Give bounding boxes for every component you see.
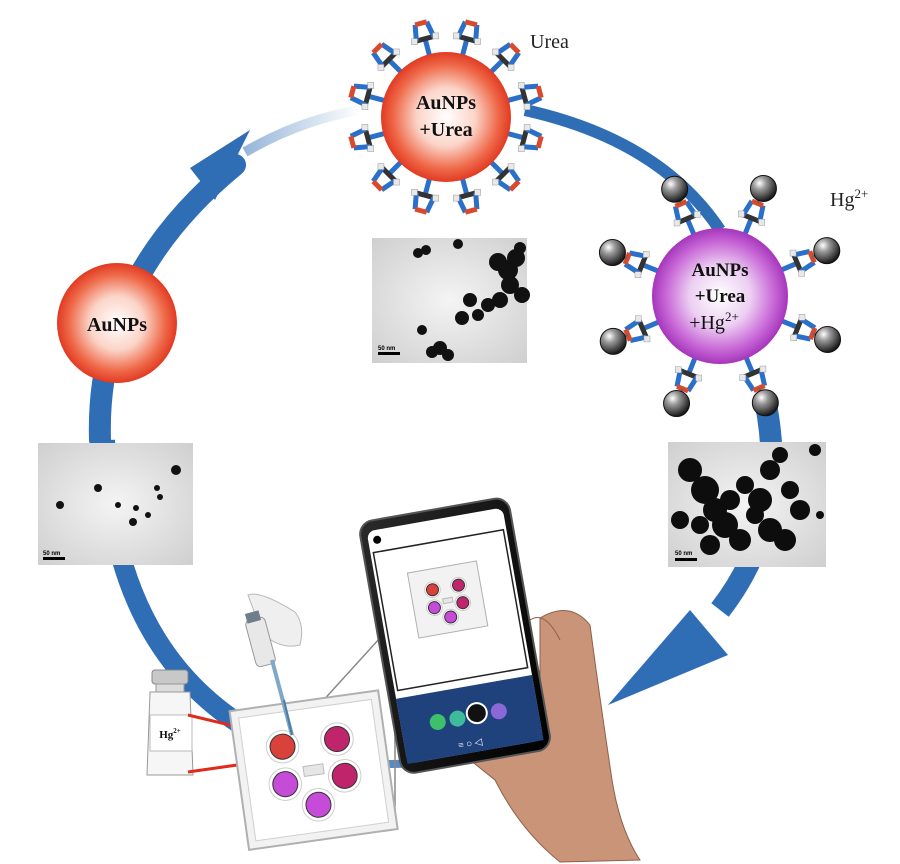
urea-ligand (348, 124, 386, 152)
urea-ligand (453, 177, 481, 215)
phone-camera-icon (465, 702, 488, 725)
hg-ligands (598, 174, 842, 418)
urea-ligand (348, 82, 386, 110)
urea-ligand (506, 82, 544, 110)
urea-ligand (453, 19, 481, 57)
hg-urea-ligand (779, 237, 841, 277)
urea-ligand (371, 159, 404, 192)
tem-image-left: 50 nm (38, 443, 193, 565)
urea-ligand-label: Urea (530, 31, 569, 53)
hg-aunp: AuNPs +Urea +Hg2+ Hg2+ (598, 174, 868, 418)
urea-ligand (506, 124, 544, 152)
hg-aunp-label-line1: AuNPs (691, 260, 748, 281)
glove-hand-icon (247, 593, 303, 647)
hg-urea-ligand (598, 239, 660, 278)
phone-messages-icon (449, 710, 466, 727)
phone-call-icon (429, 714, 446, 731)
hg-urea-ligand (738, 174, 777, 236)
hg-urea-ligand (599, 315, 661, 355)
tem-image-right: 50 nm (668, 442, 826, 567)
urea-ligands (348, 19, 544, 215)
arrow-top-right (523, 104, 725, 234)
hg-ion-label: Hg2+ (830, 186, 868, 211)
vial-icon: Hg2+ (146, 669, 194, 776)
urea-ligand (411, 19, 439, 57)
hg-aunp-label-line2: +Urea (695, 286, 746, 307)
pipette-icon (244, 593, 303, 736)
phone-app-icon (490, 703, 507, 720)
tem-image-top: 50 nm (372, 238, 530, 363)
urea-aunp: AuNPs +Urea Urea (348, 19, 569, 215)
hg-urea-ligand (739, 355, 779, 417)
arrow-right-down-head (608, 610, 728, 705)
tem-left-scale: 50 nm (43, 551, 60, 557)
bare-aunp: AuNPs (57, 263, 177, 383)
hg-urea-ligand (780, 314, 842, 353)
urea-ligand (488, 42, 521, 75)
urea-ligand (371, 42, 404, 75)
urea-aunp-label-line2: +Urea (419, 119, 472, 141)
bare-aunp-label: AuNPs (87, 314, 147, 336)
tem-top-scale: 50 nm (378, 346, 395, 352)
hg-aunp-label-line3: +Hg2+ (689, 309, 739, 334)
vial-label: Hg2+ (159, 727, 181, 741)
arrow-top-fade (242, 105, 361, 157)
well-plate-icon (228, 689, 399, 851)
hg-urea-ligand (661, 175, 701, 237)
tem-right-scale: 50 nm (675, 551, 692, 557)
hg-urea-ligand (663, 356, 702, 418)
arrow-upper-left-head (190, 130, 250, 200)
smartphone-icon: ≡ ○ ◁ (359, 497, 551, 774)
phone-nav-buttons: ≡ ○ ◁ (457, 737, 483, 752)
urea-aunp-label-line1: AuNPs (416, 92, 476, 114)
phone-plate-image (406, 560, 489, 639)
urea-ligand (488, 159, 521, 192)
urea-ligand (411, 177, 439, 215)
